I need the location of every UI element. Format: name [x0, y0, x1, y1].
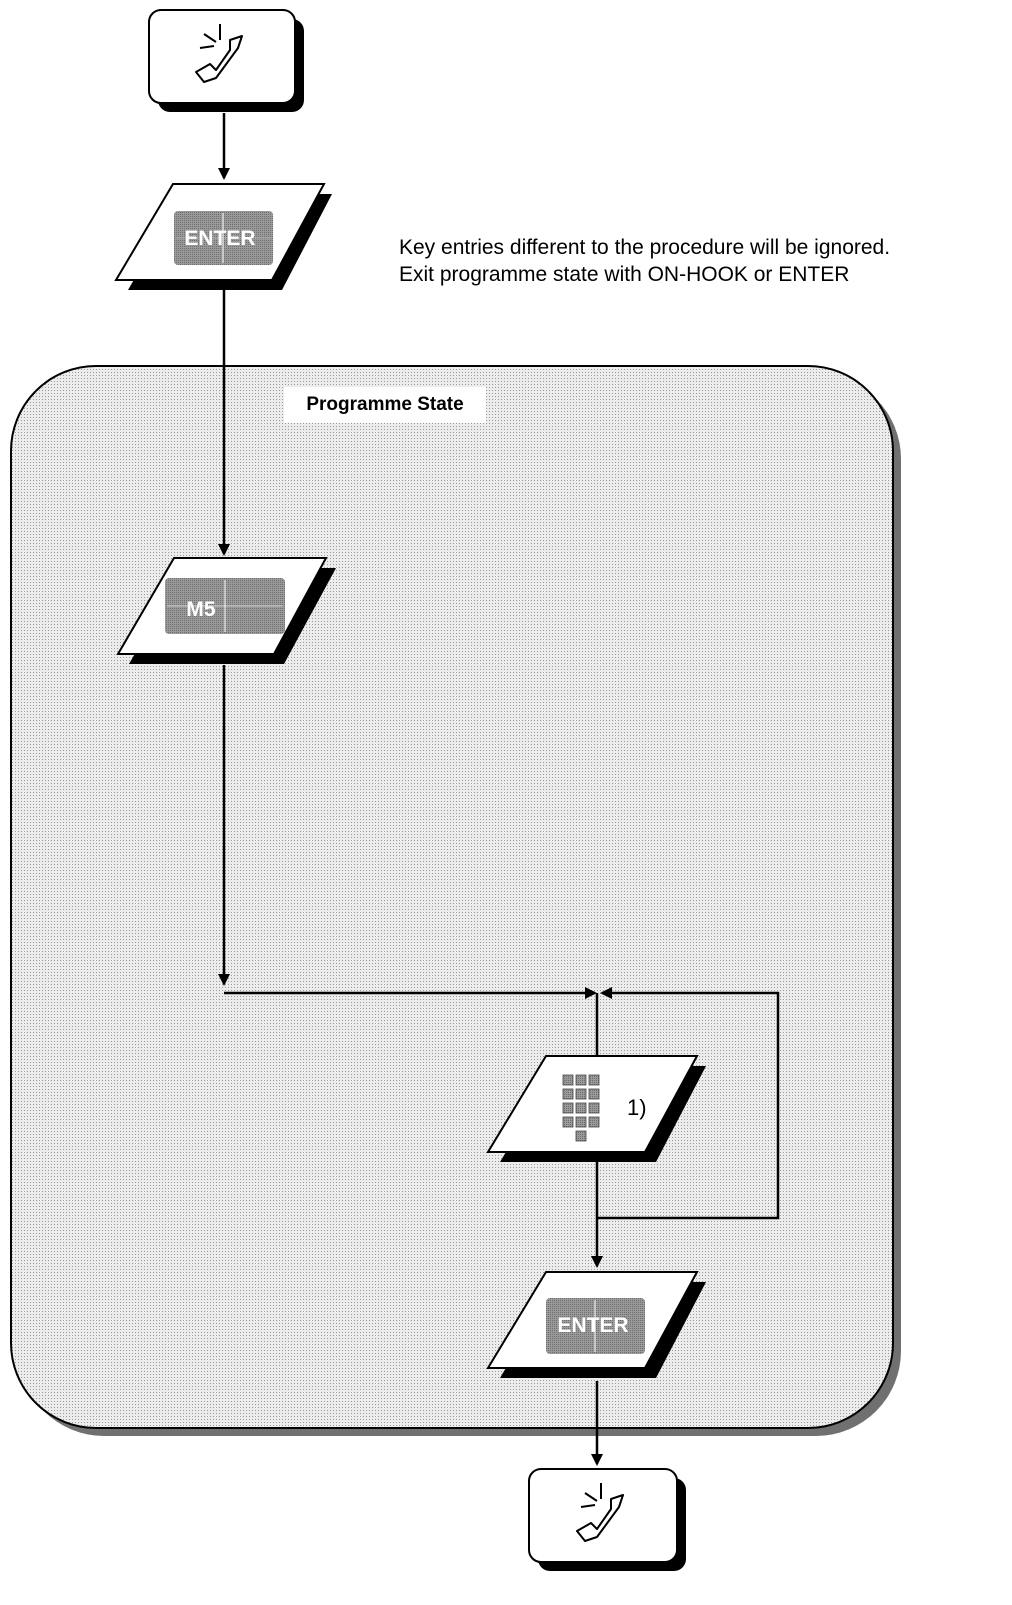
handset-off-hook-icon [195, 24, 243, 83]
procedure-note: Key entries different to the procedure w… [399, 234, 890, 288]
start-terminal [148, 9, 304, 112]
enter-key-label-1: ENTER [184, 227, 255, 250]
enter-key-input-1: ENTER [114, 183, 332, 290]
end-terminal [528, 1468, 686, 1571]
programme-state-label: Programme State [284, 387, 486, 423]
footnote-marker: 1) [627, 1095, 647, 1120]
enter-key-label-2: ENTER [557, 1314, 628, 1337]
keypad-icon [562, 1074, 600, 1142]
note-line-1: Key entries different to the procedure w… [399, 236, 891, 259]
note-line-2: Exit programme state with ON-HOOK or ENT… [399, 263, 850, 286]
m5-key-input: M5 [116, 557, 336, 664]
handset-on-hook-icon [576, 1483, 624, 1542]
connectors [218, 113, 780, 1466]
digits-input: 1) [486, 1055, 706, 1162]
programme-state-region [10, 365, 901, 1436]
connector-loop-back [597, 987, 780, 1220]
m5-key-label: M5 [186, 598, 215, 621]
enter-key-input-2: ENTER [486, 1271, 706, 1378]
